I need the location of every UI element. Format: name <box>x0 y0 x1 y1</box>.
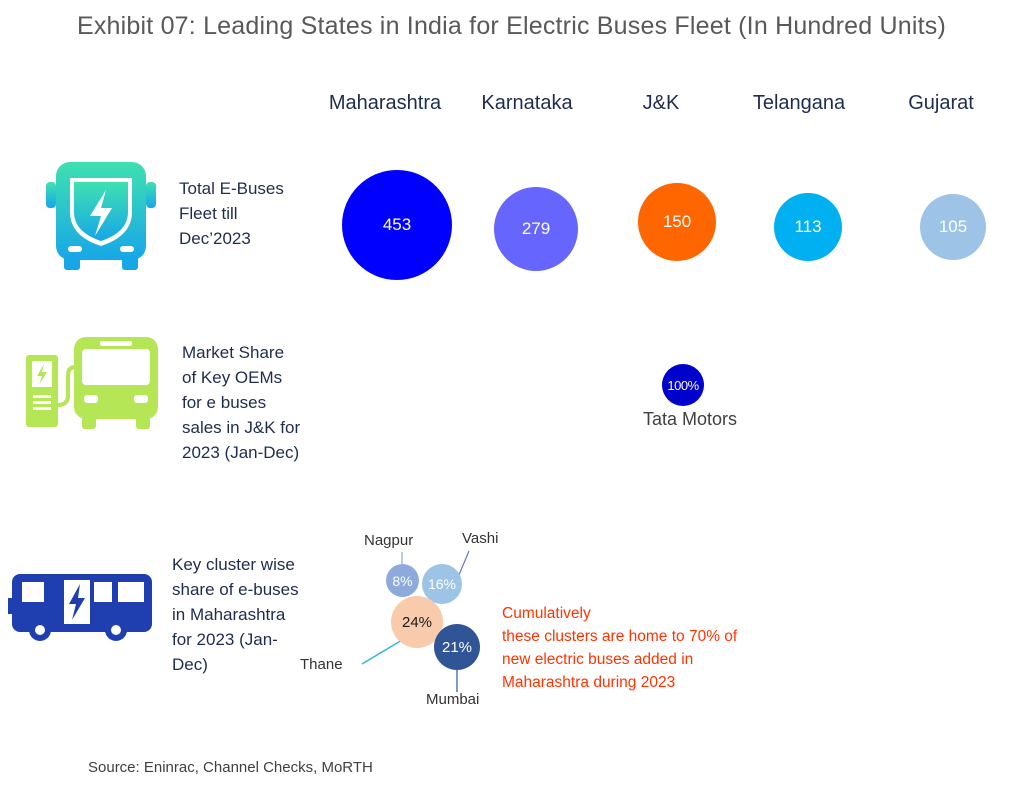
fleet-bubble-telangana: 113 <box>774 193 842 261</box>
cluster-row-label: Key cluster wise share of e-buses in Mah… <box>172 555 299 674</box>
cluster-label-mumbai: Mumbai <box>426 691 480 708</box>
cluster-bubble-vashi: 16% <box>422 564 462 604</box>
oem-row-label: Market Share of Key OEMs for e buses sal… <box>182 343 301 462</box>
cluster-label-vashi: Vashi <box>462 530 499 547</box>
state-label-karnataka: Karnataka <box>481 92 573 114</box>
fleet-bubble-gujarat: 105 <box>920 194 986 260</box>
charging-station-bus-icon <box>24 335 162 431</box>
cluster-label-nagpur: Nagpur <box>364 532 414 549</box>
fleet-bubble-jk: 150 <box>638 183 716 261</box>
oem-bubble-tata-motors: 100% <box>662 364 704 406</box>
cluster-bubble-nagpur: 8% <box>386 564 419 597</box>
electric-bus-side-icon <box>8 568 154 644</box>
source-note: Source: Eninrac, Channel Checks, MoRTH <box>88 759 373 776</box>
cluster-bubble-mumbai: 21% <box>434 624 480 670</box>
fleet-row-label: Total E-Buses Fleet till Dec’2023 <box>179 179 284 248</box>
chart-title: Exhibit 07: Leading States in India for … <box>76 12 946 40</box>
cluster-label-thane: Thane <box>300 656 343 673</box>
state-label-gujarat: Gujarat <box>908 92 974 114</box>
state-label-jk: J&K <box>642 92 680 114</box>
cluster-annotation: Cumulatively these clusters are home to … <box>502 605 738 691</box>
oem-label-tata-motors: Tata Motors <box>642 409 738 429</box>
fleet-bubble-karnataka: 279 <box>494 187 578 271</box>
state-label-telangana: Telangana <box>752 92 846 114</box>
fleet-bubble-maharashtra: 453 <box>342 170 452 280</box>
electric-bus-front-icon <box>44 160 158 272</box>
state-label-maharashtra: Maharashtra <box>328 92 442 114</box>
